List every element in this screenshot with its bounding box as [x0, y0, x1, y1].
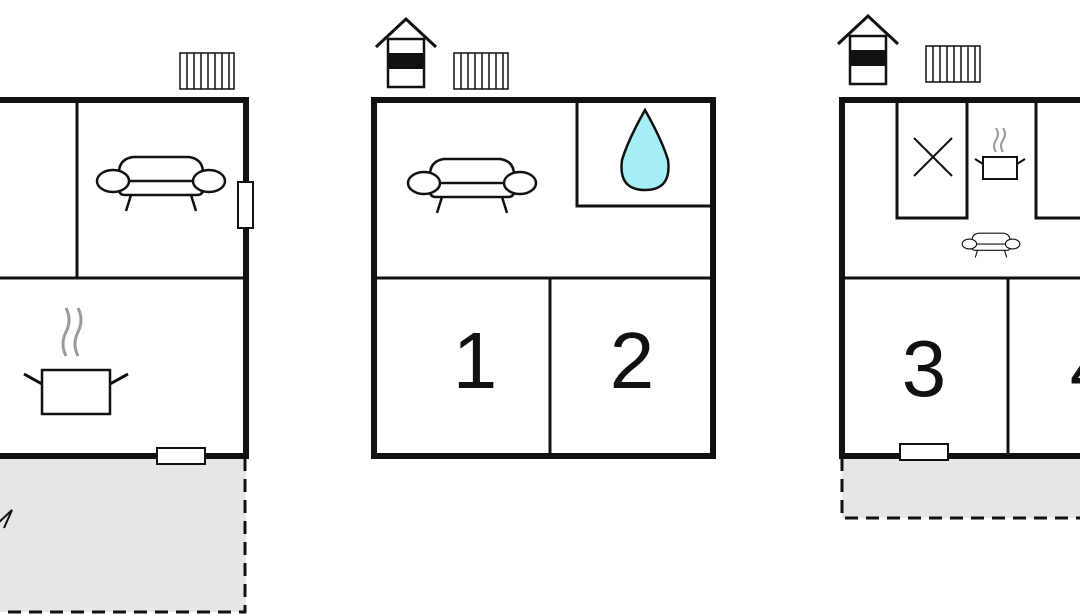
window [237, 181, 254, 229]
floor-plan-2: 1 2 [371, 17, 716, 459]
radiator-icon [453, 52, 509, 90]
bedroom-label-2: 2 [610, 316, 655, 405]
cross-icon [913, 137, 953, 177]
cooking-pot-icon [974, 127, 1026, 180]
storage-room [895, 98, 969, 220]
bathroom [575, 98, 715, 208]
water-drop-icon [620, 107, 670, 192]
door [156, 447, 206, 465]
terrace [0, 456, 246, 612]
side-room [1034, 98, 1080, 220]
bedroom-label-3: 3 [902, 324, 947, 413]
terrace-outline [0, 458, 247, 614]
floor-plan-1 [0, 52, 254, 614]
sofa-icon [961, 232, 1021, 259]
radiator-icon [179, 52, 235, 90]
house-icon [836, 14, 900, 86]
bedroom-label-4: 4 [1070, 324, 1080, 413]
house-icon [374, 17, 438, 89]
arrow-icon [0, 509, 13, 529]
sofa-icon [406, 157, 538, 215]
sofa-icon [95, 155, 227, 213]
radiator-icon [925, 45, 981, 83]
terrace [842, 456, 1080, 518]
bedroom-label-1: 1 [453, 316, 498, 405]
cooking-pot-icon [22, 306, 130, 416]
door [899, 443, 949, 461]
floor-plan-3: 3 4 [836, 14, 1080, 520]
